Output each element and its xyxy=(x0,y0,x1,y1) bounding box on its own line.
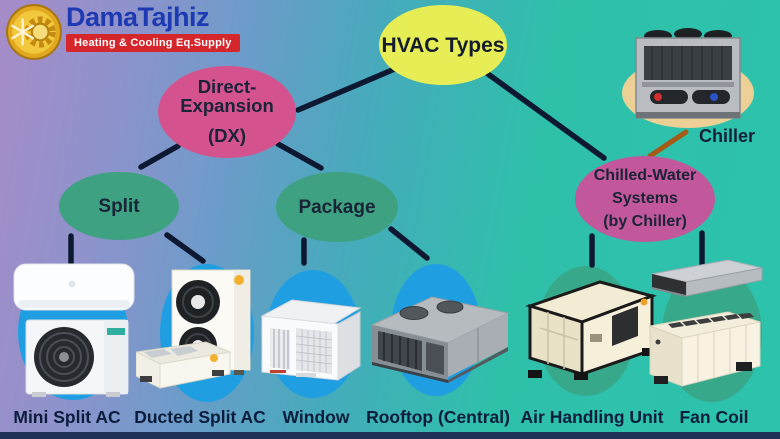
rooftop-unit-image xyxy=(370,296,510,383)
brand-logo: DamaTajhiz Heating & Cooling Eq.Supply xyxy=(5,2,240,61)
brand-tagline: Heating & Cooling Eq.Supply xyxy=(66,33,240,52)
edge-package-rooftop xyxy=(388,226,430,261)
edge-dx-package xyxy=(275,141,324,171)
window-ac-image xyxy=(260,299,362,381)
brand-name: DamaTajhiz xyxy=(66,2,210,32)
node-chilled-label-line3: (by Chiller) xyxy=(603,213,687,230)
node-chilled-water-systems: Chilled-Water Systems (by Chiller) xyxy=(575,156,715,242)
air-handling-unit-image xyxy=(525,280,657,380)
fan-coil-label: Fan Coil xyxy=(679,407,749,427)
node-split-label: Split xyxy=(98,195,140,217)
ducted-split-ac-image xyxy=(136,269,251,389)
node-dx-label-line1: Direct-Expansion xyxy=(180,76,274,116)
node-chilled-label-line2: Systems xyxy=(612,190,678,207)
node-package-label: Package xyxy=(298,196,376,218)
bottom-bar xyxy=(0,432,780,439)
fan-coil-image xyxy=(648,259,763,387)
node-package: Package xyxy=(276,172,398,242)
node-hvac-types-label: HVAC Types xyxy=(381,33,505,57)
rooftop-central-label: Rooftop (Central) xyxy=(366,407,510,427)
node-dx-label-line2: (DX) xyxy=(207,125,247,147)
node-hvac-types: HVAC Types xyxy=(379,5,507,85)
chiller-image xyxy=(635,28,741,119)
node-split: Split xyxy=(59,172,179,240)
edge-split-ducted-split xyxy=(164,232,206,264)
mini-split-ac-image xyxy=(13,263,135,397)
chiller-label: Chiller xyxy=(698,126,756,146)
edge-hvac-chilled-water xyxy=(485,71,607,161)
ducted-split-ac-label: Ducted Split AC xyxy=(134,407,266,427)
coin-gear-snowflake-icon xyxy=(6,4,62,60)
node-direct-expansion: Direct-Expansion (DX) xyxy=(158,66,296,158)
edge-dx-split xyxy=(138,143,181,170)
edge-chilled-chiller xyxy=(647,129,689,159)
mini-split-ac-label: Mini Split AC xyxy=(13,407,121,427)
window-label: Window xyxy=(282,407,350,427)
air-handling-unit-label: Air Handling Unit xyxy=(520,407,664,427)
edge-hvac-dx xyxy=(295,65,400,113)
node-chilled-label-line1: Chilled-Water xyxy=(593,167,697,184)
